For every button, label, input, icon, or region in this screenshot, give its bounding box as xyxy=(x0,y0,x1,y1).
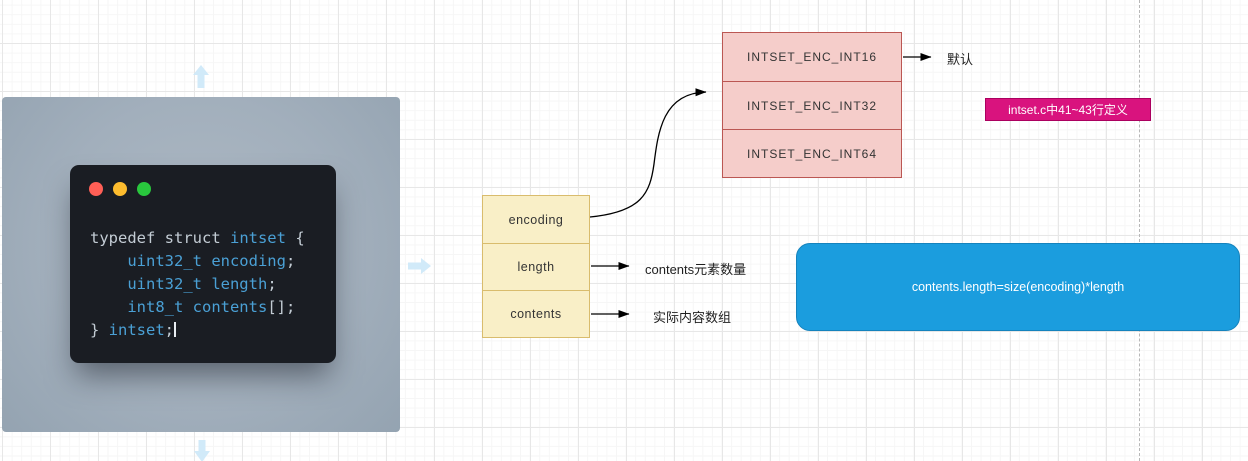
direction-arrow-down-icon[interactable] xyxy=(194,440,210,461)
minimize-icon xyxy=(113,182,127,196)
code-block: typedef struct intset { uint32_t encodin… xyxy=(90,227,305,342)
default-label[interactable]: 默认 xyxy=(947,52,974,67)
code-line: uint32_t encoding; xyxy=(127,252,296,270)
text-cursor xyxy=(174,322,177,337)
traffic-lights xyxy=(89,182,151,196)
length-note-label[interactable]: contents元素数量 xyxy=(645,262,747,277)
code-line: } intset; xyxy=(90,321,177,339)
code-line: uint32_t length; xyxy=(127,275,277,293)
table-row[interactable]: INTSET_ENC_INT16 xyxy=(746,50,878,64)
definition-note[interactable]: intset.c中41~43行定义 xyxy=(985,98,1151,121)
edge-encoding-to-enum[interactable] xyxy=(589,88,707,218)
table-row[interactable]: length xyxy=(483,243,589,290)
code-screenshot[interactable]: typedef struct intset { uint32_t encodin… xyxy=(2,97,400,432)
direction-arrow-up-icon[interactable] xyxy=(193,65,209,88)
formula-text: contents.length=size(encoding)*length xyxy=(911,280,1125,294)
code-line: typedef struct intset { xyxy=(90,229,305,247)
maximize-icon xyxy=(137,182,151,196)
formula-box[interactable]: contents.length=size(encoding)*length xyxy=(796,243,1240,331)
code-line: int8_t contents[]; xyxy=(127,298,296,316)
contents-note-label[interactable]: 实际内容数组 xyxy=(653,310,732,325)
direction-arrow-right-icon[interactable] xyxy=(408,258,431,274)
table-row[interactable]: encoding xyxy=(508,212,564,227)
table-row[interactable]: contents xyxy=(483,290,589,337)
definition-note-text: intset.c中41~43行定义 xyxy=(1008,103,1128,117)
table-row[interactable]: INTSET_ENC_INT64 xyxy=(723,129,901,177)
terminal-window: typedef struct intset { uint32_t encodin… xyxy=(70,165,336,363)
page-boundary-guide xyxy=(1139,0,1140,461)
close-icon xyxy=(89,182,103,196)
table-row[interactable]: INTSET_ENC_INT32 xyxy=(723,81,901,129)
